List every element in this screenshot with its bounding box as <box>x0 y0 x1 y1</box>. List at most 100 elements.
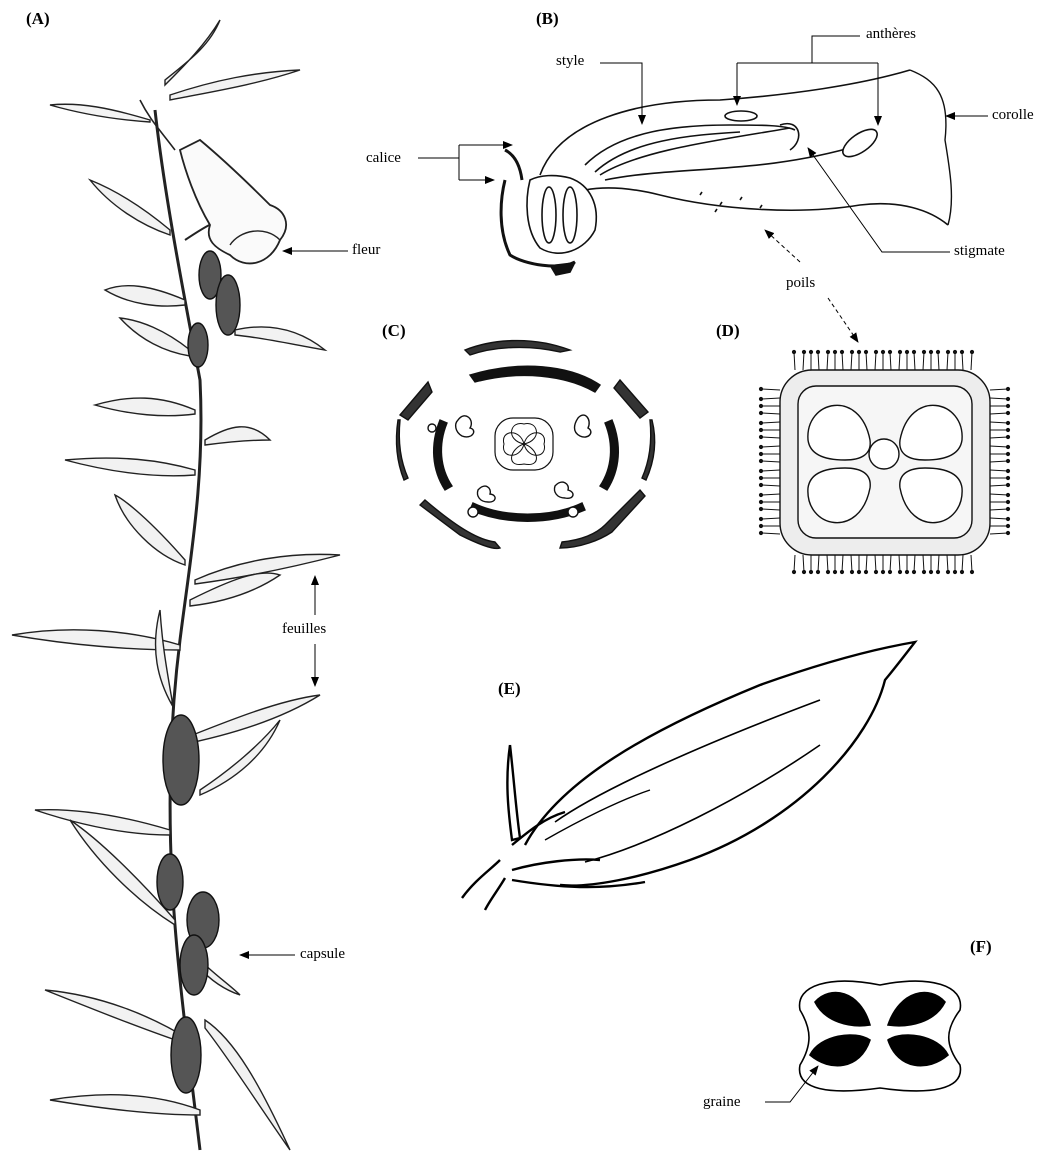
hair <box>923 352 924 370</box>
hair <box>761 485 780 486</box>
hair-tip <box>759 452 762 455</box>
hair-tip <box>759 469 762 472</box>
hair-tip <box>946 570 949 573</box>
label-antheres: anthères <box>866 27 916 42</box>
hair <box>827 555 828 572</box>
poils-arrow-up <box>765 230 800 262</box>
hair-tip <box>1006 411 1009 414</box>
hair-tip <box>1006 428 1009 431</box>
label-stigmate: stigmate <box>954 244 1005 259</box>
panel-d-label: (D) <box>716 322 740 339</box>
hair-tip <box>874 570 877 573</box>
hair-tip <box>970 350 973 353</box>
hair-tip <box>1006 469 1009 472</box>
hair-tip <box>864 570 867 573</box>
label-feuilles: feuilles <box>282 622 326 637</box>
hair-tip <box>1006 483 1009 486</box>
hair-tip <box>936 570 939 573</box>
hair-tip <box>912 350 915 353</box>
hair-tip <box>816 350 819 353</box>
hair <box>842 352 843 370</box>
hair <box>990 413 1008 414</box>
hair-tip <box>1006 507 1009 510</box>
label-graine: graine <box>703 1095 740 1110</box>
hair-tip <box>953 350 956 353</box>
hair <box>761 494 780 495</box>
hair-tip <box>936 350 939 353</box>
hair-tip <box>759 517 762 520</box>
hair <box>803 352 804 370</box>
label-corolle: corolle <box>992 108 1034 123</box>
label-capsule: capsule <box>300 947 345 962</box>
hair <box>990 494 1008 495</box>
hair <box>938 555 939 572</box>
hair <box>866 555 867 572</box>
hair-tip <box>759 435 762 438</box>
flower-section-diagram <box>501 70 951 275</box>
antheres-bracket <box>812 36 860 63</box>
hair-tip <box>1006 397 1009 400</box>
hair-tip <box>888 570 891 573</box>
hair-tip <box>850 570 853 573</box>
hair <box>990 422 1008 423</box>
hair-tip <box>809 350 812 353</box>
hair-tip <box>905 350 908 353</box>
hair-tip <box>898 570 901 573</box>
hair-tip <box>840 570 843 573</box>
hair-tip <box>833 350 836 353</box>
hair-tip <box>809 570 812 573</box>
hair <box>761 389 780 390</box>
hair <box>761 446 780 447</box>
hair <box>947 555 948 572</box>
hair-tip <box>759 500 762 503</box>
hair-tip <box>874 350 877 353</box>
hair <box>990 509 1008 510</box>
hair <box>971 555 972 572</box>
panel-f-label: (F) <box>970 938 992 955</box>
hair-tip <box>826 350 829 353</box>
hair <box>794 555 795 572</box>
hair <box>818 352 819 370</box>
panel-e-label: (E) <box>498 680 521 697</box>
hair-tip <box>881 350 884 353</box>
hair-tip <box>1006 445 1009 448</box>
hair <box>990 389 1008 390</box>
hair <box>914 352 915 370</box>
hair-tip <box>922 570 925 573</box>
poils-arrow-down <box>828 298 858 342</box>
hair-tip <box>970 570 973 573</box>
hair <box>761 461 780 462</box>
hair <box>938 352 939 370</box>
panel-c-label: (C) <box>382 322 406 339</box>
hair-tip <box>953 570 956 573</box>
hair-tip <box>1006 452 1009 455</box>
hair-tip <box>759 476 762 479</box>
hair-tip <box>960 350 963 353</box>
hair <box>990 533 1008 534</box>
hair <box>990 485 1008 486</box>
hair <box>875 352 876 370</box>
hair <box>914 555 915 572</box>
hair-tip <box>759 397 762 400</box>
hair-tip <box>802 570 805 573</box>
hair-tip <box>759 421 762 424</box>
seed-section <box>800 981 961 1091</box>
hair <box>990 518 1008 519</box>
hair <box>761 518 780 519</box>
hair-tip <box>759 428 762 431</box>
hair-tip <box>759 507 762 510</box>
hair-tip <box>792 570 795 573</box>
hair-tip <box>1006 476 1009 479</box>
hair-tip <box>960 570 963 573</box>
label-calice: calice <box>366 151 401 166</box>
hair <box>990 398 1008 399</box>
hair-tip <box>946 350 949 353</box>
hair-tip <box>929 350 932 353</box>
hair <box>971 352 972 370</box>
plant-illustration <box>12 20 340 1150</box>
hair <box>923 555 924 572</box>
hair-tip <box>857 570 860 573</box>
hair <box>851 555 852 572</box>
hair-tip <box>792 350 795 353</box>
